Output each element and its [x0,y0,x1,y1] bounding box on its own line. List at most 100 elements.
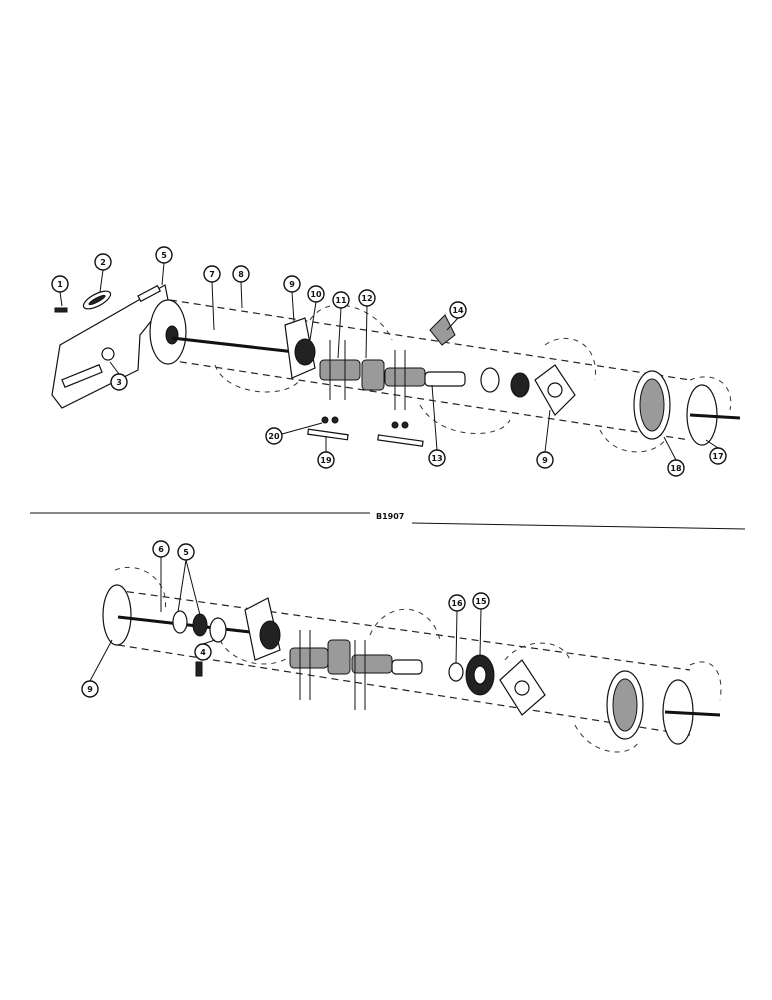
pin [54,307,68,313]
callout-13: 13 [428,449,446,467]
top-auger-flight-5 [599,429,666,453]
svg-text:5: 5 [161,251,167,260]
bottom-crank-2 [327,639,351,675]
top-auger-flight-6 [689,376,732,411]
callout-1: 1 [51,275,69,293]
top-auger-flight-2 [309,304,393,341]
bolt-bottom [195,661,203,677]
svg-text:19: 19 [320,456,332,465]
crank-arm-11 [319,359,361,381]
callout-20: 20 [265,427,283,445]
callout-14: 14 [449,301,467,319]
svg-text:1: 1 [57,280,63,289]
bracket-14 [429,314,456,346]
callout-18: 18 [667,459,685,477]
bottom-drum-outline-lower [117,644,691,736]
callout-17: 17 [709,447,727,465]
callout-10: 10 [307,285,325,303]
bottom-crank-3 [351,654,393,674]
washer-5a [172,610,188,634]
bottom-callouts: 6 5 4 9 16 15 [81,540,490,698]
callout-6: 6 [152,540,170,558]
washer-4 [209,617,227,643]
top-auger-flight-1 [214,364,301,393]
callout-19: 19 [317,451,335,469]
svg-text:18: 18 [670,464,682,473]
callout-16: 16 [448,594,466,612]
callout-11: 11 [332,291,350,309]
bottom-crank-4 [391,659,423,675]
section-divider: B1907 [30,512,746,530]
callout-2: 2 [94,253,112,271]
nut-16 [448,662,464,682]
clip-slot [88,294,106,306]
nut-20c [391,421,399,429]
svg-text:10: 10 [310,290,322,299]
bottom-bearing [259,620,281,650]
crank-arm-12 [361,359,385,391]
svg-text:8: 8 [238,270,244,279]
bottom-right-drum-end-ribs [612,678,638,732]
top-drum-outline-upper [169,299,691,381]
crank-arm-13 [424,371,466,387]
svg-text:20: 20 [268,432,280,441]
callout-9-right: 9 [536,451,554,469]
top-auger-flight-3 [419,404,511,434]
bottom-leaders [89,557,482,682]
callout-8: 8 [232,265,250,283]
svg-text:15: 15 [475,597,487,606]
left-end-hub [165,325,179,345]
bracket-hole [101,347,115,361]
bottom-right-end-shaft [664,710,721,717]
nut-20d [401,421,409,429]
svg-text:5: 5 [183,548,189,557]
svg-text:6: 6 [158,545,164,554]
top-assembly [51,284,741,453]
svg-text:4: 4 [200,648,206,657]
nut-20b [331,416,339,424]
svg-text:12: 12 [361,294,372,303]
right-drum-end-ribs [639,378,665,432]
callout-9-top: 9 [283,275,301,293]
svg-text:9: 9 [289,280,295,289]
bottom-left-end-plate [102,584,132,646]
callout-7: 7 [203,265,221,283]
callout-4: 4 [194,643,212,661]
top-callouts: 1 2 3 5 7 8 9 10 11 12 14 20 19 13 9 18 … [51,246,727,477]
washer-5b [192,613,208,637]
svg-text:11: 11 [335,296,347,305]
svg-text:2: 2 [100,258,106,267]
bearing-plate-right-hole [547,382,563,398]
callout-5: 5 [155,246,173,264]
nut-20a [321,416,329,424]
svg-text:3: 3 [116,378,122,387]
top-main-shaft [171,336,296,354]
bottom-auger-flight-5 [574,724,641,753]
svg-text:9: 9 [87,685,93,694]
top-drum-outline-lower [167,359,691,441]
bottom-auger-flight-6 [689,661,722,701]
svg-text:9: 9 [542,456,548,465]
callout-15: 15 [472,592,490,610]
callout-3: 3 [110,373,128,391]
bottom-crank-1 [289,647,329,669]
callout-9-bottom: 9 [81,680,99,698]
washer-b [510,372,530,398]
top-leaders [59,262,719,461]
shim-19a [307,428,349,441]
svg-text:16: 16 [451,599,463,608]
svg-text:14: 14 [452,306,464,315]
washer-a [480,367,500,393]
bottom-drum-outline-upper [114,589,691,671]
bracket-slot-upper [137,284,162,303]
callout-12: 12 [358,289,376,307]
bearing-10 [294,338,316,366]
mounting-bracket [51,284,169,409]
svg-text:7: 7 [209,270,215,279]
svg-text:13: 13 [431,454,442,463]
callout-5-bottom: 5 [177,543,195,561]
shim-19b [377,434,424,447]
right-end-shaft [689,413,741,420]
drawing-code: B1907 [376,512,404,521]
